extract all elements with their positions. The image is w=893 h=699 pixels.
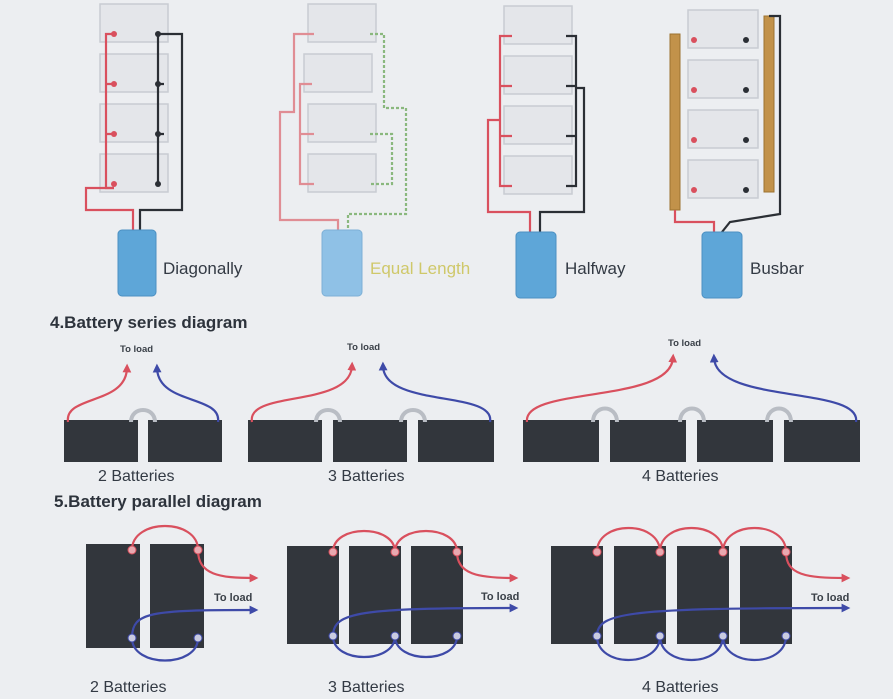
negative-lead	[130, 605, 259, 639]
to-load-label: To load	[214, 592, 252, 604]
series-2-batteries: To load 2 Batteries	[64, 344, 222, 485]
group-label: 4 Batteries	[642, 679, 718, 696]
battery	[333, 420, 407, 462]
terminals	[592, 547, 791, 641]
inverter	[321, 229, 363, 297]
group-label: 2 Batteries	[90, 679, 166, 696]
to-load-label: To load	[668, 338, 701, 349]
positive-lead	[196, 549, 259, 583]
battery	[551, 546, 603, 644]
battery-stack	[303, 3, 377, 193]
negative-wires	[346, 32, 408, 230]
method-label: Halfway	[565, 259, 626, 278]
parallel-4-batteries: To load 4 Batteries	[551, 526, 851, 696]
wires	[673, 14, 782, 233]
series-link	[591, 406, 619, 423]
battery	[86, 544, 140, 648]
negative-lead	[378, 361, 492, 423]
battery	[349, 546, 401, 644]
positive-lead	[525, 353, 678, 423]
negative-busbar	[763, 15, 775, 193]
battery	[610, 420, 686, 462]
terminals	[328, 547, 462, 641]
positive-wires	[486, 34, 532, 232]
battery	[150, 544, 204, 648]
group-label: 3 Batteries	[328, 679, 404, 696]
to-load-label: To load	[347, 342, 380, 353]
group-label: 2 Batteries	[98, 468, 174, 485]
positive-link	[130, 524, 200, 551]
method-label: Busbar	[750, 259, 804, 278]
group-label: 3 Batteries	[328, 468, 404, 485]
terminals	[111, 31, 161, 187]
inverter	[515, 231, 557, 299]
series-3-batteries: To load 3 Batteries	[248, 342, 494, 485]
negative-link	[595, 635, 788, 662]
method-diagonally: Diagonally	[84, 3, 243, 297]
battery-stack	[687, 9, 759, 199]
battery	[64, 420, 138, 462]
negative-lead	[331, 603, 519, 637]
series-section-title: 4.Battery series diagram	[50, 313, 248, 332]
battery	[411, 546, 463, 644]
battery-stack	[503, 5, 573, 195]
battery	[148, 420, 222, 462]
negative-lead	[595, 603, 851, 637]
method-halfway: Halfway	[486, 5, 626, 299]
battery	[740, 546, 792, 644]
parallel-3-batteries: To load 3 Batteries	[287, 530, 519, 696]
negative-lead	[152, 363, 220, 423]
method-busbar: Busbar	[669, 9, 804, 299]
to-load-label: To load	[120, 344, 153, 355]
positive-wires	[278, 32, 340, 230]
series-4-batteries: To load 4 Batteries	[523, 338, 860, 485]
series-link	[399, 408, 427, 423]
battery	[697, 420, 773, 462]
battery	[418, 420, 494, 462]
terminals	[691, 37, 749, 193]
positive-lead	[455, 551, 519, 583]
negative-link	[130, 637, 200, 662]
terminals	[127, 545, 203, 643]
positive-busbar	[669, 33, 681, 211]
battery	[523, 420, 599, 462]
battery	[677, 546, 729, 644]
battery	[614, 546, 666, 644]
battery	[784, 420, 860, 462]
parallel-2-batteries: To load 2 Batteries	[86, 524, 259, 696]
series-link	[129, 408, 157, 423]
negative-wires	[538, 34, 586, 232]
negative-lead	[709, 353, 858, 423]
inverter	[701, 231, 743, 299]
inverter	[117, 229, 157, 297]
series-link	[678, 406, 706, 423]
positive-lead	[250, 361, 357, 423]
positive-link	[595, 526, 788, 553]
method-label: Diagonally	[163, 259, 243, 278]
battery-stack	[99, 3, 169, 193]
parallel-section-title: 5.Battery parallel diagram	[54, 492, 262, 511]
series-link	[765, 406, 793, 423]
series-link	[314, 408, 342, 423]
group-label: 4 Batteries	[642, 468, 718, 485]
positive-lead	[66, 363, 132, 423]
method-label: Equal Length	[370, 259, 470, 278]
to-load-label: To load	[811, 592, 849, 604]
method-equal-length: Equal Length	[278, 3, 470, 297]
to-load-label: To load	[481, 591, 519, 603]
battery	[287, 546, 339, 644]
battery	[248, 420, 322, 462]
positive-lead	[784, 551, 851, 583]
